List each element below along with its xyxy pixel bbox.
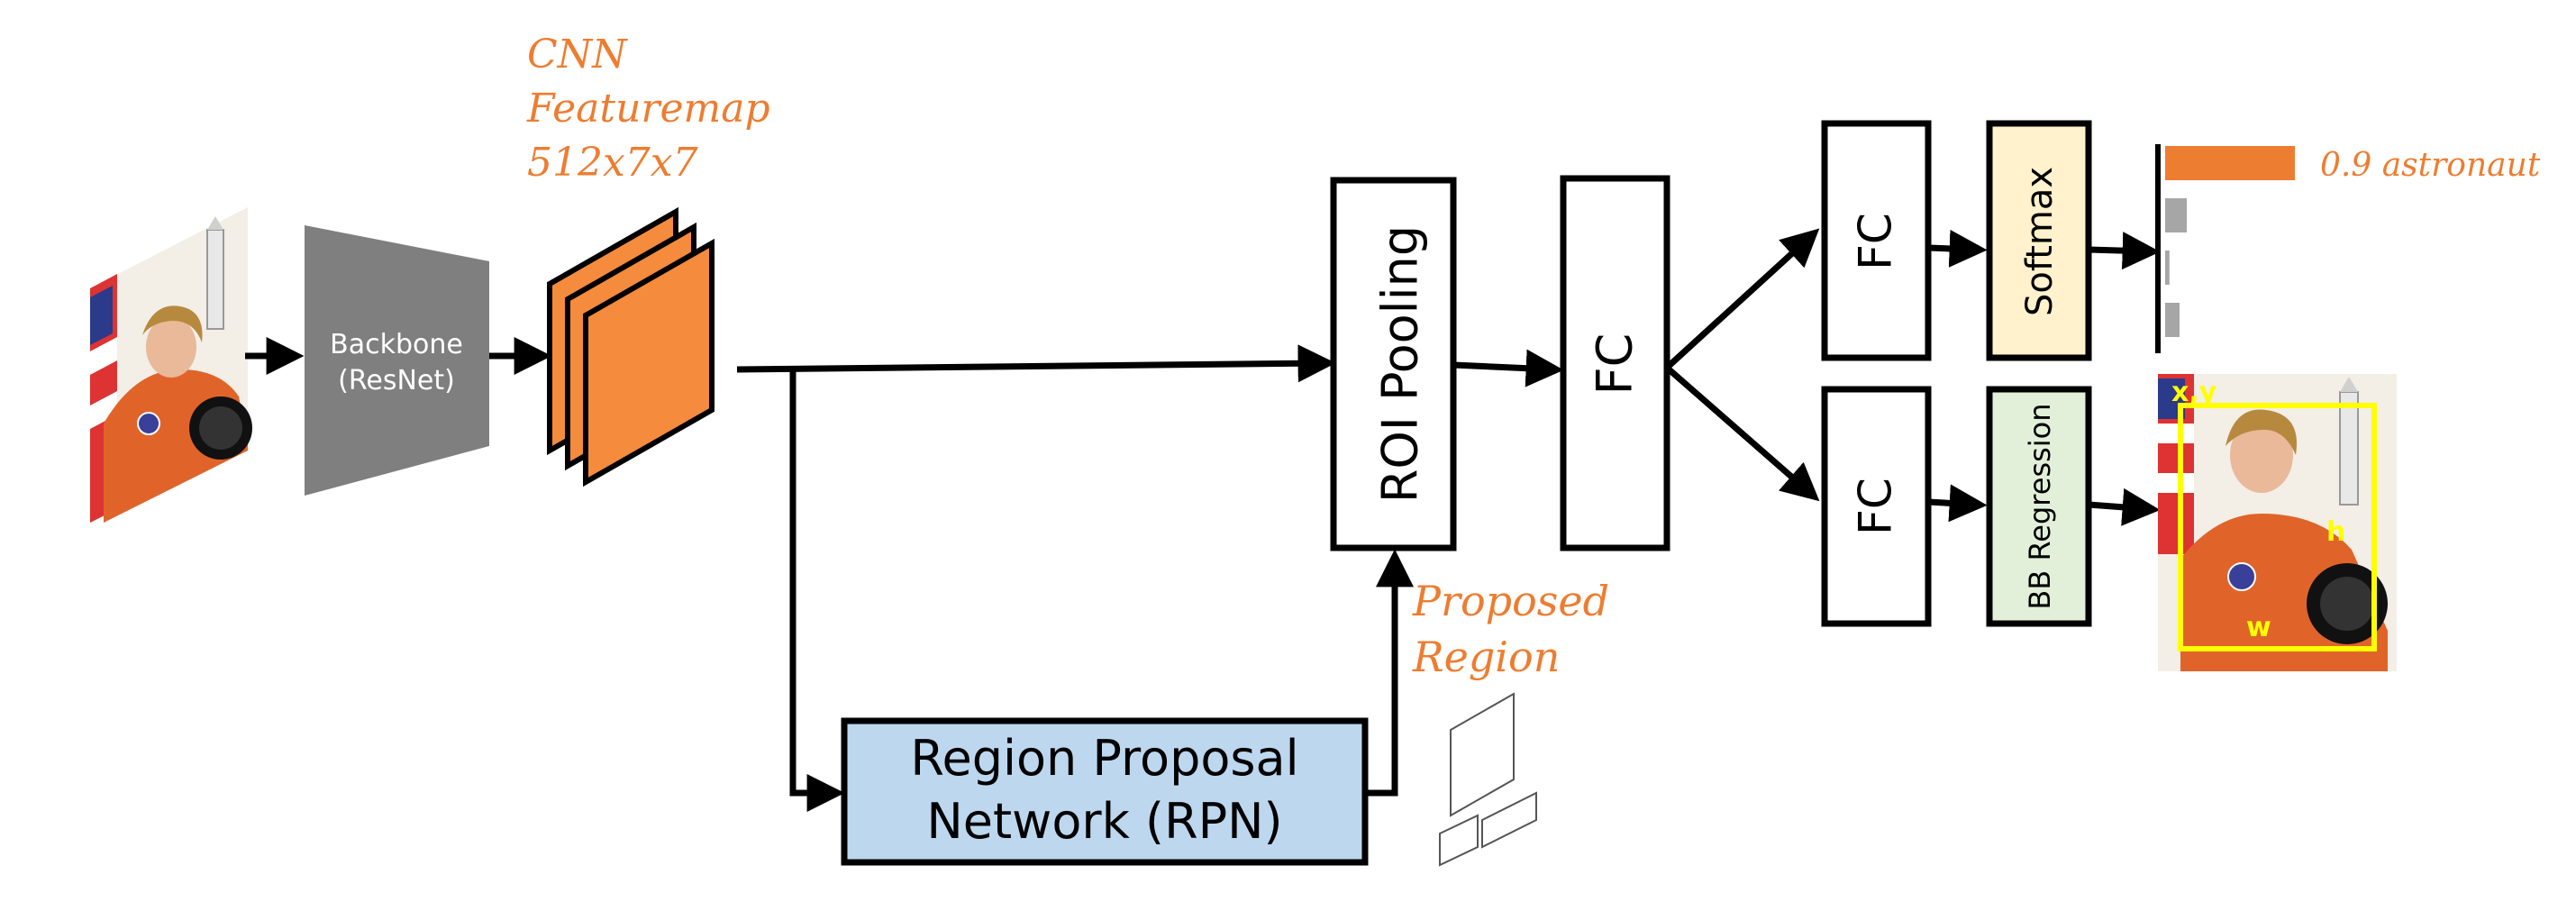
cnn-label-line1: CNN — [527, 32, 628, 77]
output-image — [2158, 374, 2397, 671]
bbox-h-label: h — [2326, 516, 2345, 548]
proposed-label-line2: Region — [1412, 633, 1560, 681]
fc-top-box — [1821, 120, 1932, 361]
arrow-fc-to-fc-bottom — [1664, 365, 1820, 502]
arrow-bbreg-to-output — [2088, 487, 2161, 526]
arrow-fc-to-fc-top — [1664, 228, 1820, 370]
fc-bottom-box — [1821, 386, 1932, 627]
score-bar-1 — [2165, 146, 2295, 180]
arrow-featuremap-to-roi — [736, 344, 1336, 383]
rpn-label-line1: Region Proposal — [910, 730, 1298, 787]
bb-regression-label: BB Regression — [2023, 403, 2057, 609]
fc-main-box — [1560, 175, 1670, 551]
arrow-softmax-to-scores — [2088, 232, 2161, 270]
fc-top-label: FC — [1850, 213, 1902, 270]
proposed-region-boxes — [1439, 692, 1537, 867]
roi-pooling-label: ROI Pooling — [1372, 225, 1429, 503]
roi-pooling-box — [1330, 177, 1457, 551]
cnn-featuremap-stack — [547, 206, 715, 487]
score-bar-4 — [2165, 303, 2180, 337]
bbox-xy-label: x,y — [2171, 377, 2217, 408]
score-bar-2 — [2165, 198, 2187, 232]
softmax-label: Softmax — [2019, 167, 2061, 316]
backbone-label-line2: (ResNet) — [338, 365, 455, 396]
bb-regression-box — [1986, 386, 2092, 627]
backbone-block: Backbone (ResNet) — [305, 225, 489, 496]
arrow-fc-top-to-softmax — [1927, 229, 1988, 268]
prediction-label: 0.9 astronaut — [2320, 147, 2541, 184]
arrow-roi-to-fc — [1452, 349, 1564, 387]
softmax-box — [1986, 120, 2092, 361]
bbox-w-label: w — [2246, 612, 2271, 643]
cnn-label-line3: 512x7x7 — [527, 140, 698, 186]
fc-main-label: FC — [1587, 333, 1643, 396]
cnn-label-line2: Featuremap — [526, 86, 770, 132]
rpn-label-line2: Network (RPN) — [926, 793, 1282, 850]
rpn-box — [841, 717, 1369, 866]
score-bars — [2165, 146, 2295, 337]
arrow-featuremap-to-rpn — [789, 369, 845, 812]
arrow-rpn-to-roi — [1365, 549, 1414, 797]
backbone-label-line1: Backbone — [330, 329, 463, 360]
proposed-label-line1: Proposed — [1412, 577, 1609, 625]
fc-bottom-label: FC — [1850, 478, 1902, 535]
input-image — [90, 207, 252, 523]
arrow-fc-bottom-to-bbreg — [1927, 484, 1988, 523]
backbone-shape — [305, 225, 489, 496]
bbox-overlay — [2178, 403, 2377, 651]
connection-arrows — [245, 228, 2161, 812]
score-bar-3 — [2165, 251, 2170, 285]
